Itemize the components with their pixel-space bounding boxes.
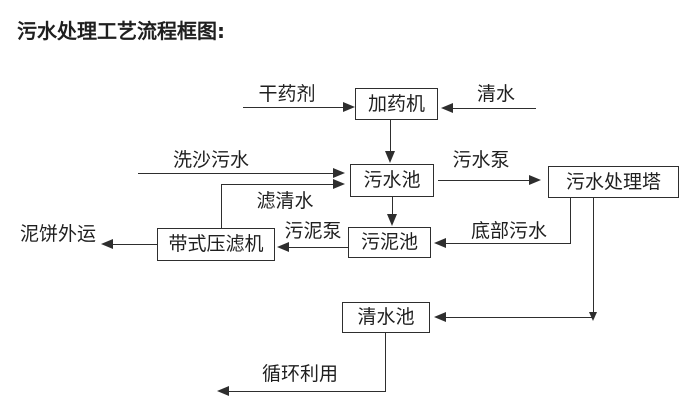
label-filtered-water: 滤清水 [256, 190, 314, 212]
edge-sludge-pump-line [288, 247, 348, 248]
arrowhead-clean-water-icon [441, 103, 453, 113]
edge-filtered-water-vline [221, 184, 222, 229]
edge-recycle-hline [228, 391, 386, 392]
edge-sand-washing-line [138, 173, 334, 174]
edge-dry-chemical-line [243, 107, 344, 108]
arrowhead-recycle-icon [217, 386, 229, 396]
edge-clean-water-line [450, 108, 536, 109]
label-bottom-sewage: 底部污水 [470, 220, 548, 242]
node-belt-filter-press: 带式压滤机 [157, 228, 275, 261]
node-sewage-pool: 污水池 [350, 164, 434, 197]
arrowhead-dry-chemical-icon [343, 102, 355, 112]
node-dosing-machine: 加药机 [355, 88, 438, 120]
edge-filtered-water-hline [221, 184, 334, 185]
edge-mud-cake-line [112, 244, 158, 245]
edge-bottom-sewage-vline [570, 198, 571, 244]
arrowhead-sewage-to-sludge-icon [387, 214, 397, 226]
label-clean-water: 清水 [476, 83, 516, 105]
edge-dosing-to-sewage-line [390, 120, 391, 153]
label-mud-cake-out: 泥饼外运 [19, 223, 97, 245]
arrowhead-filtered-water-icon [333, 179, 345, 189]
arrowhead-into-clean-pool-icon [434, 312, 446, 322]
edge-recycle-vline [385, 333, 386, 391]
arrowhead-sludge-pump-icon [277, 242, 289, 252]
arrowhead-bottom-sewage-icon [434, 238, 446, 248]
node-sludge-pool: 污泥池 [348, 227, 431, 258]
arrowhead-sand-washing-icon [333, 168, 345, 178]
edge-sewage-to-sludge-line [392, 197, 393, 215]
arrowhead-tower-corner-down-icon [589, 312, 597, 321]
page-title: 污水处理工艺流程框图: [17, 19, 225, 43]
edge-tower-to-clean-hline [446, 317, 594, 318]
label-sewage-pump: 污水泵 [452, 149, 510, 171]
edge-bottom-sewage-hline [446, 243, 571, 244]
arrowhead-mud-cake-icon [101, 239, 113, 249]
arrowhead-sewage-pump-icon [529, 175, 541, 185]
edge-sewage-pump-line [438, 180, 529, 181]
arrowhead-dosing-to-sewage-icon [385, 151, 395, 163]
node-treatment-tower: 污水处理塔 [548, 166, 679, 198]
label-sludge-pump: 污泥泵 [284, 220, 342, 242]
label-recycle: 循环利用 [261, 363, 339, 385]
label-sand-washing-sewage: 洗沙污水 [172, 149, 250, 171]
label-dry-chemical: 干药剂 [258, 83, 316, 105]
edge-tower-to-clean-vline [593, 198, 594, 317]
node-clean-water-pool: 清水池 [342, 302, 430, 333]
